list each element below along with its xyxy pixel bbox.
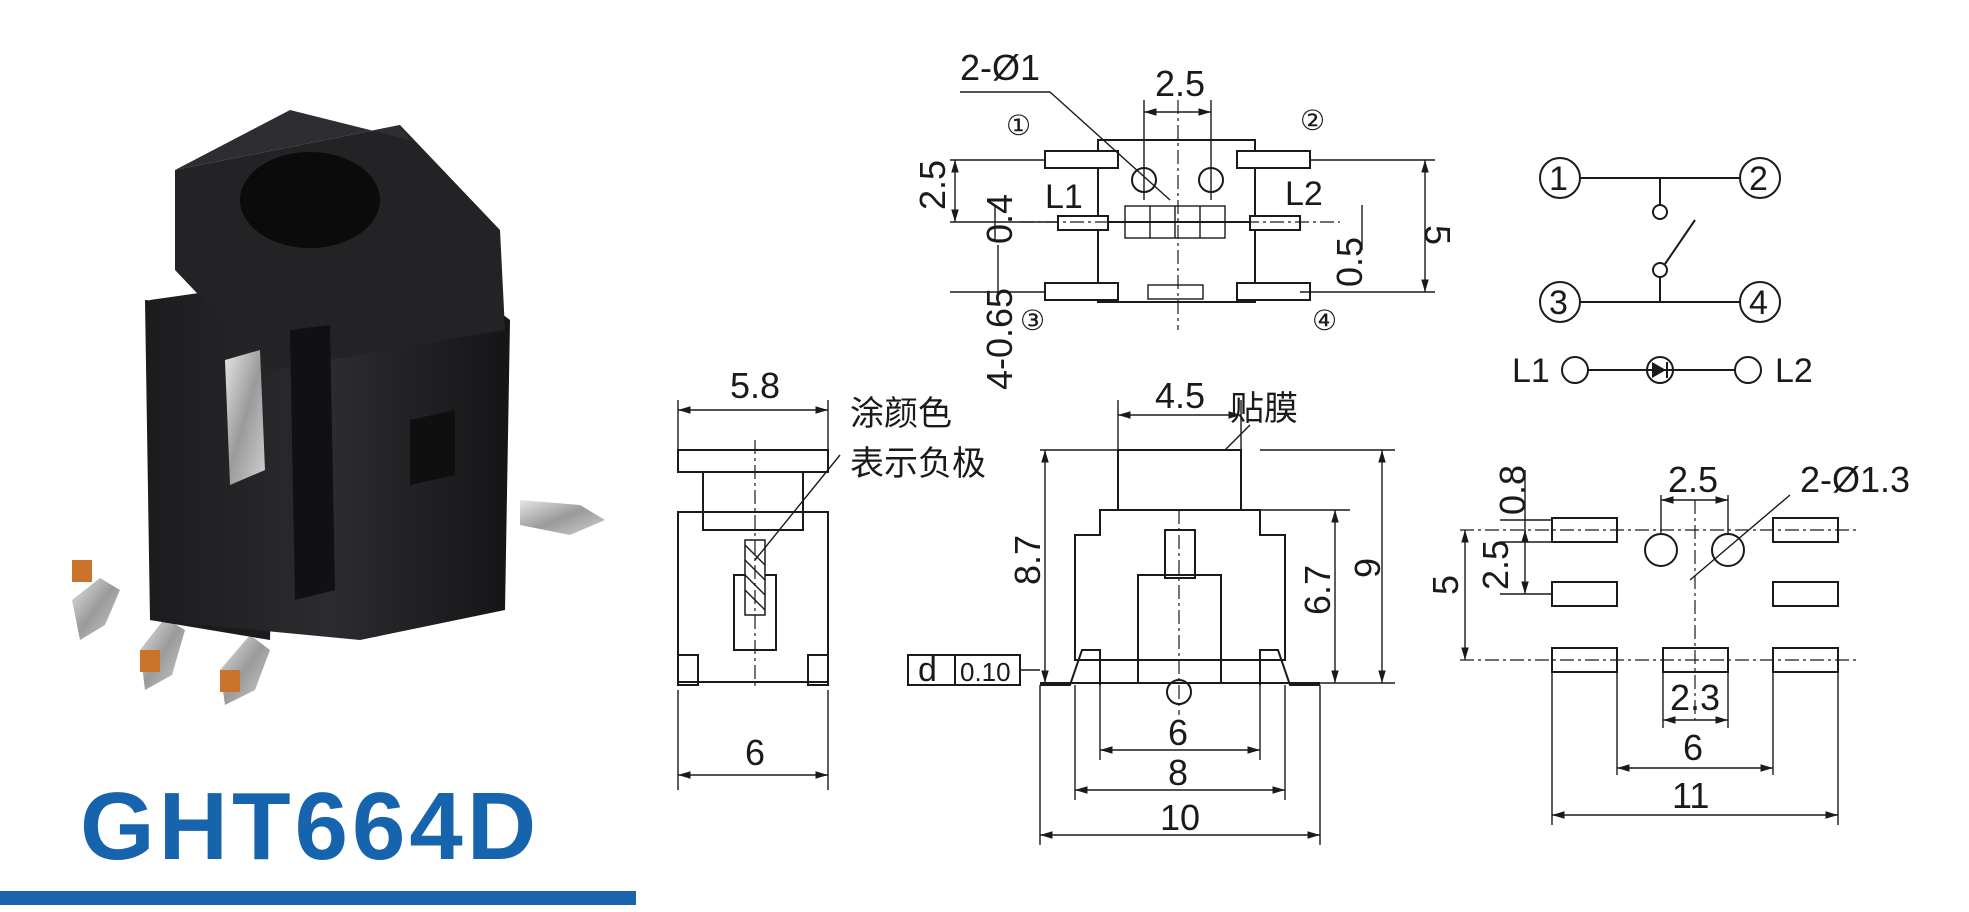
pcb-d11: 11 — [1672, 775, 1709, 816]
pcb-layout: 2.5 2-Ø1.3 0.8 2.5 5 2.3 6 11 — [1425, 459, 1910, 825]
top-pin1-label: ① — [1006, 110, 1031, 141]
side-w10: 10 — [1160, 797, 1200, 838]
top-dim-c: 4-0.65 — [979, 288, 1020, 390]
side-h3: 9 — [1347, 558, 1388, 578]
top-dim-b: 0.4 — [979, 194, 1020, 244]
top-led2-label: L2 — [1285, 175, 1323, 213]
pcb-d6: 6 — [1683, 727, 1703, 768]
front-width-top: 5.8 — [730, 365, 780, 406]
pcb-d08: 0.8 — [1492, 465, 1533, 515]
sch-pin2: 2 — [1749, 160, 1768, 198]
pcb-d25v: 2.5 — [1475, 540, 1516, 590]
top-pin4-label: ④ — [1312, 305, 1337, 336]
side-view: 4.5 贴膜 8.7 6.7 9 d 0.10 6 8 10 — [907, 375, 1395, 845]
pcb-d23: 2.3 — [1670, 677, 1720, 718]
pcb-d5: 5 — [1425, 575, 1466, 595]
top-pitch-dim: 2.5 — [1155, 63, 1205, 104]
side-width-top: 4.5 — [1155, 375, 1205, 416]
top-dim-a: 2.5 — [912, 160, 953, 210]
front-note-line2: 表示负极 — [850, 444, 986, 484]
pcb-holes: 2-Ø1.3 — [1800, 459, 1910, 500]
side-h1: 8.7 — [1007, 535, 1048, 585]
front-width-bottom: 6 — [745, 732, 765, 773]
top-pin2-label: ② — [1300, 105, 1325, 136]
model-title: GHT664D — [80, 773, 541, 880]
side-h2: 6.7 — [1297, 565, 1338, 615]
title-underline — [0, 891, 636, 905]
pcb-d25: 2.5 — [1668, 459, 1718, 500]
sch-pin1: 1 — [1549, 160, 1568, 198]
top-dim-e: 5 — [1417, 225, 1458, 245]
side-w6: 6 — [1168, 712, 1188, 753]
sch-led-left: L1 — [1512, 352, 1550, 390]
front-note-line1: 涂颜色 — [850, 394, 952, 434]
top-dim-d: 0.5 — [1329, 237, 1370, 287]
flatness-value: 0.10 — [960, 657, 1011, 687]
flatness-symbol: d — [918, 651, 937, 689]
side-film-label: 贴膜 — [1230, 389, 1298, 429]
product-photo — [72, 110, 605, 705]
top-view: 2.5 2-Ø1 ① ② ③ ④ L1 L2 2.5 0.4 4-0.65 5 … — [912, 47, 1458, 390]
front-view: 5.8 6 涂颜色 表示负极 — [677, 365, 986, 790]
sch-pin4: 4 — [1749, 284, 1768, 322]
sch-led-right: L2 — [1775, 352, 1813, 390]
side-w8: 8 — [1168, 752, 1188, 793]
schematic: 1 2 3 4 L1 L2 — [1512, 157, 1813, 390]
sch-pin3: 3 — [1549, 284, 1568, 322]
top-pin3-label: ③ — [1020, 305, 1045, 336]
top-led1-label: L1 — [1045, 178, 1083, 216]
top-holes-dim: 2-Ø1 — [960, 47, 1040, 88]
